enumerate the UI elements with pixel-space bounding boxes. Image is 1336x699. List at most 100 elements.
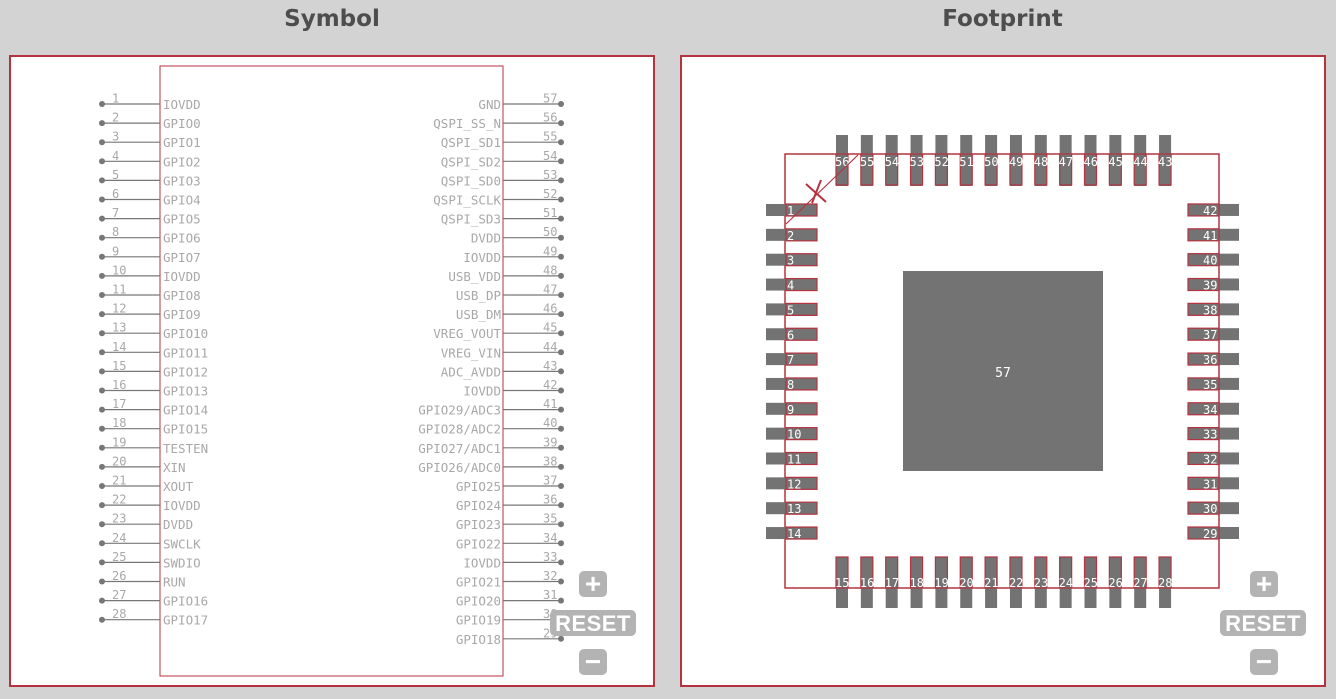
pad-outline <box>785 253 818 267</box>
pin-name: USB_DP <box>456 288 501 303</box>
pin-number: 41 <box>543 397 557 411</box>
pad-outline <box>785 352 818 366</box>
pin-number: 33 <box>543 550 557 564</box>
pin-name: VREG_VOUT <box>433 326 501 341</box>
pad-copper <box>1188 402 1239 415</box>
pin-name: IOVDD <box>163 498 201 513</box>
pin-name: GPIO10 <box>163 326 208 341</box>
footprint-reset-button[interactable]: RESET <box>1220 610 1306 636</box>
pin-number: 54 <box>543 149 557 163</box>
pin-number: 8 <box>112 225 119 239</box>
pad-outline <box>1059 556 1073 589</box>
pad-56: 56 <box>835 135 849 186</box>
pin-end-dot <box>99 311 105 318</box>
pin-number: 43 <box>543 359 557 373</box>
pad-copper <box>1188 477 1239 490</box>
pad-label: 12 <box>787 477 801 491</box>
pad-26: 26 <box>1108 556 1123 608</box>
pad-outline <box>785 203 818 217</box>
footprint-zoom-in-button[interactable]: + <box>1250 570 1278 598</box>
pin-name: GPIO12 <box>163 364 208 379</box>
symbol-pin-30: 30GPIO19 <box>456 607 564 628</box>
pad-copper <box>960 135 973 186</box>
symbol-zoom-in-button[interactable]: + <box>579 570 607 598</box>
pad-outline <box>785 402 818 416</box>
pad-outline <box>934 556 948 589</box>
pin-number: 36 <box>543 493 557 507</box>
pad-copper <box>766 377 817 390</box>
pin-number: 3 <box>112 130 119 144</box>
pad-outline <box>1034 153 1048 186</box>
pin-name: GPIO2 <box>163 154 201 169</box>
pad-copper <box>935 557 948 608</box>
pad-outline <box>1187 253 1220 267</box>
pin-end-dot <box>558 406 564 413</box>
pad-label: 22 <box>1009 576 1023 590</box>
pad-label: 44 <box>1133 155 1147 169</box>
pad-label: 1 <box>787 204 794 218</box>
pad-copper <box>1188 203 1239 216</box>
pad-50: 50 <box>984 135 999 186</box>
pin-name: GPIO6 <box>163 231 201 246</box>
pad-copper <box>766 328 817 341</box>
pad-outline <box>1187 277 1220 292</box>
pad-outline <box>934 153 948 186</box>
pad-label: 40 <box>1203 254 1217 268</box>
pad-outline <box>1187 352 1220 366</box>
pad-label: 25 <box>1084 576 1098 590</box>
pin-name: GPIO20 <box>456 594 501 609</box>
pad-53: 53 <box>910 135 924 186</box>
pad-outline <box>785 228 818 242</box>
symbol-reset-button[interactable]: RESET <box>550 610 636 636</box>
pad-label: 31 <box>1203 477 1217 491</box>
pin-name: GPIO9 <box>163 307 201 322</box>
pin-end-dot <box>558 234 564 241</box>
pin-number: 35 <box>543 512 557 526</box>
symbol-zoom-out-button[interactable]: − <box>579 648 607 676</box>
pad-outline <box>1187 377 1220 391</box>
pin-name: QSPI_SD0 <box>441 173 501 188</box>
pin-name: GPIO17 <box>163 613 208 628</box>
pad-copper <box>1188 278 1239 291</box>
pin-name: GPIO29/ADC3 <box>418 403 501 418</box>
pin-number: 12 <box>112 302 126 316</box>
pin-end-dot <box>558 578 564 585</box>
pin-name: QSPI_SCLK <box>433 193 501 208</box>
pad-label: 47 <box>1059 155 1073 169</box>
pin-name: GPIO13 <box>163 384 208 399</box>
symbol-pin-29: 29GPIO18 <box>456 626 564 647</box>
pad-outline <box>1108 556 1122 589</box>
footprint-zoom-out-button[interactable]: − <box>1250 648 1278 676</box>
pad-copper <box>935 135 948 186</box>
pad-outline <box>835 153 849 186</box>
pin-number: 49 <box>543 244 557 258</box>
pad-10: 10 <box>766 427 818 442</box>
pad-copper <box>1059 557 1072 608</box>
pin-number: 53 <box>543 168 557 182</box>
pad-label: 14 <box>787 527 801 541</box>
pad-outline <box>1187 228 1220 242</box>
pin-end-dot <box>558 272 564 279</box>
pad-copper <box>766 477 817 490</box>
pin-number: 10 <box>112 263 126 277</box>
pad-outline <box>1187 526 1220 540</box>
pad-label: 50 <box>984 155 998 169</box>
pad-label: 24 <box>1059 576 1073 590</box>
pin-number: 11 <box>112 283 126 297</box>
pin-number: 16 <box>112 378 126 392</box>
pad-25: 25 <box>1084 556 1098 608</box>
pin-end-dot <box>99 272 105 279</box>
